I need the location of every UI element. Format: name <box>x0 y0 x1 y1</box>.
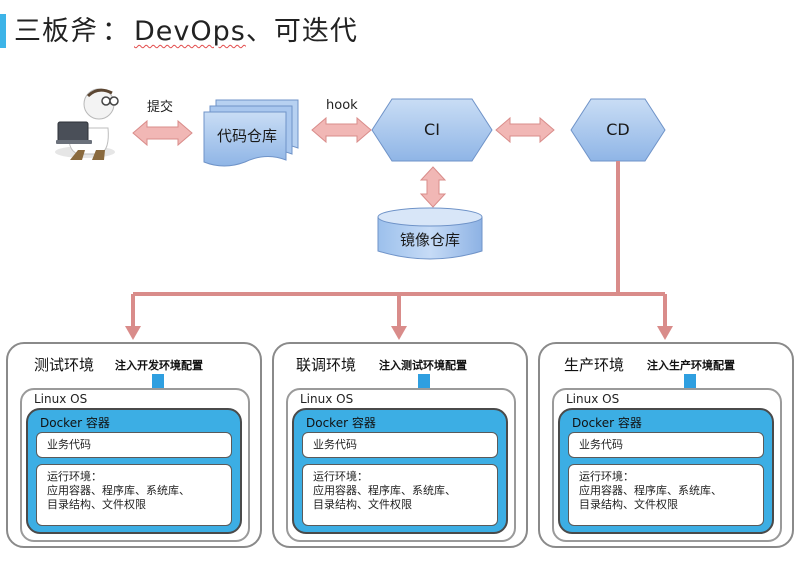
commit-label: 提交 <box>147 100 174 115</box>
business-code-label: 业务代码 <box>579 438 623 451</box>
docker-label: Docker 容器 <box>572 416 642 430</box>
runtime-line: 目录结构、文件权限 <box>47 498 146 511</box>
hook-label: hook <box>326 98 358 113</box>
linux-os-box: Linux OS Docker 容器 业务代码 运行环境： 应用容器、程序库、系… <box>552 388 782 542</box>
docker-container-box: Docker 容器 业务代码 运行环境： 应用容器、程序库、系统库、 目录结构、… <box>558 408 774 534</box>
docker-label: Docker 容器 <box>40 416 110 430</box>
environment-name: 联调环境 <box>296 356 357 374</box>
title-accent-bar <box>0 14 6 48</box>
deploy-arrowheads <box>125 326 673 340</box>
os-label: Linux OS <box>566 392 620 406</box>
os-label: Linux OS <box>34 392 88 406</box>
runtime-line: 运行环境： <box>47 470 102 483</box>
runtime-env-box: 运行环境： 应用容器、程序库、系统库、 目录结构、文件权限 <box>568 464 764 526</box>
runtime-line: 目录结构、文件权限 <box>579 498 678 511</box>
linux-os-box: Linux OS Docker 容器 业务代码 运行环境： 应用容器、程序库、系… <box>286 388 516 542</box>
runtime-line: 运行环境： <box>579 470 634 483</box>
environment-name: 测试环境 <box>34 356 95 374</box>
arrow-dev-to-repo <box>132 119 193 147</box>
runtime-line: 应用容器、程序库、系统库、 <box>313 484 456 497</box>
title-main: 三板斧 <box>14 16 98 47</box>
title-devops: DevOps <box>134 16 246 47</box>
cd-label: CD <box>606 120 630 139</box>
business-code-label: 业务代码 <box>47 438 91 451</box>
ci-node <box>371 98 493 162</box>
image-repo-icon <box>377 207 483 260</box>
os-label: Linux OS <box>300 392 354 406</box>
business-code-box: 业务代码 <box>568 432 764 458</box>
ci-label: CI <box>424 120 440 139</box>
title-separator: ： <box>102 16 130 47</box>
config-injection-label: 注入测试环境配置 <box>379 359 467 372</box>
image-repo-label: 镜像仓库 <box>399 231 460 249</box>
business-code-box: 业务代码 <box>36 432 232 458</box>
slide-title: 三板斧：DevOps、可迭代 <box>14 12 358 52</box>
cd-node <box>570 98 666 162</box>
code-repo-label: 代码仓库 <box>216 127 277 145</box>
runtime-env-box: 运行环境： 应用容器、程序库、系统库、 目录结构、文件权限 <box>302 464 498 526</box>
environment-panel-test: 测试环境 注入开发环境配置 Linux OS Docker 容器 业务代码 运行… <box>6 342 262 548</box>
deploy-trunk <box>131 161 667 328</box>
runtime-line: 应用容器、程序库、系统库、 <box>579 484 722 497</box>
runtime-line: 运行环境： <box>313 470 368 483</box>
business-code-label: 业务代码 <box>313 438 357 451</box>
config-injection-label: 注入生产环境配置 <box>647 359 735 372</box>
docker-container-box: Docker 容器 业务代码 运行环境： 应用容器、程序库、系统库、 目录结构、… <box>292 408 508 534</box>
arrow-repo-to-ci <box>311 116 372 144</box>
environment-panel-integration: 联调环境 注入测试环境配置 Linux OS Docker 容器 业务代码 运行… <box>272 342 528 548</box>
code-repo-icon <box>203 99 299 167</box>
docker-label: Docker 容器 <box>306 416 376 430</box>
runtime-env-box: 运行环境： 应用容器、程序库、系统库、 目录结构、文件权限 <box>36 464 232 526</box>
docker-container-box: Docker 容器 业务代码 运行环境： 应用容器、程序库、系统库、 目录结构、… <box>26 408 242 534</box>
title-rest: 、可迭代 <box>245 16 358 47</box>
developer-laptop-icon <box>55 88 119 160</box>
business-code-box: 业务代码 <box>302 432 498 458</box>
linux-os-box: Linux OS Docker 容器 业务代码 运行环境： 应用容器、程序库、系… <box>20 388 250 542</box>
environment-name: 生产环境 <box>564 356 625 374</box>
config-injection-label: 注入开发环境配置 <box>115 359 203 372</box>
runtime-line: 应用容器、程序库、系统库、 <box>47 484 190 497</box>
runtime-line: 目录结构、文件权限 <box>313 498 412 511</box>
arrow-ci-to-cd <box>495 116 555 144</box>
arrow-ci-to-image-repo <box>419 166 447 208</box>
environment-panel-production: 生产环境 注入生产环境配置 Linux OS Docker 容器 业务代码 运行… <box>538 342 794 548</box>
